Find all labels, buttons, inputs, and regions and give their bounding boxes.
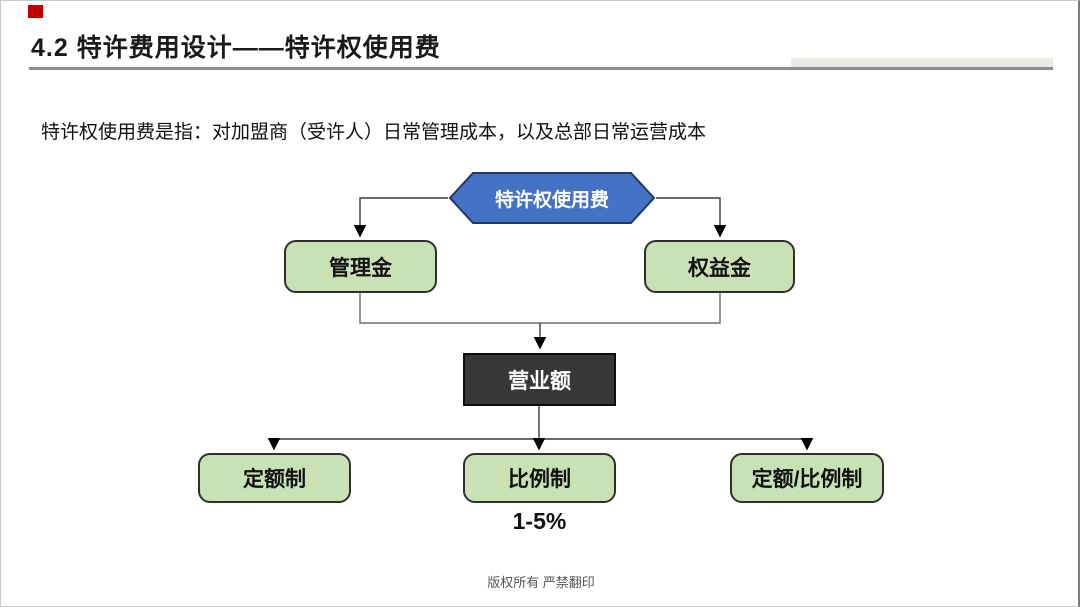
node-management-fee: 管理金 [284, 240, 437, 293]
node-equity-fee: 权益金 [644, 240, 795, 293]
rate-note: 1-5% [512, 508, 567, 534]
node-proportional: 比例制 [463, 453, 616, 503]
node-label: 管理金 [329, 256, 392, 280]
node-label: 比例制 [508, 468, 571, 491]
node-fixed-or-proportional: 定额/比例制 [730, 453, 884, 503]
node-royalty-fee: 特许权使用费 [448, 172, 656, 224]
node-label: 营业额 [508, 369, 571, 393]
footer-text: 版权所有 严禁翻印 [487, 575, 595, 590]
node-fixed-amount: 定额制 [198, 453, 351, 503]
slide-title: 4.2 特许费用设计——特许权使用费 [31, 34, 441, 62]
node-label: 权益金 [688, 256, 751, 280]
node-label: 定额制 [243, 468, 306, 491]
node-label: 定额/比例制 [751, 468, 863, 491]
hexagon-shape [448, 172, 656, 224]
description-text: 特许权使用费是指：对加盟商（受许人）日常管理成本，以及总部日常运营成本 [41, 122, 707, 143]
node-revenue: 营业额 [463, 353, 616, 406]
title-accent-bar [791, 58, 1053, 67]
title-underline [29, 67, 1053, 70]
red-accent-square [28, 5, 43, 18]
node-label: 特许权使用费 [494, 189, 609, 211]
